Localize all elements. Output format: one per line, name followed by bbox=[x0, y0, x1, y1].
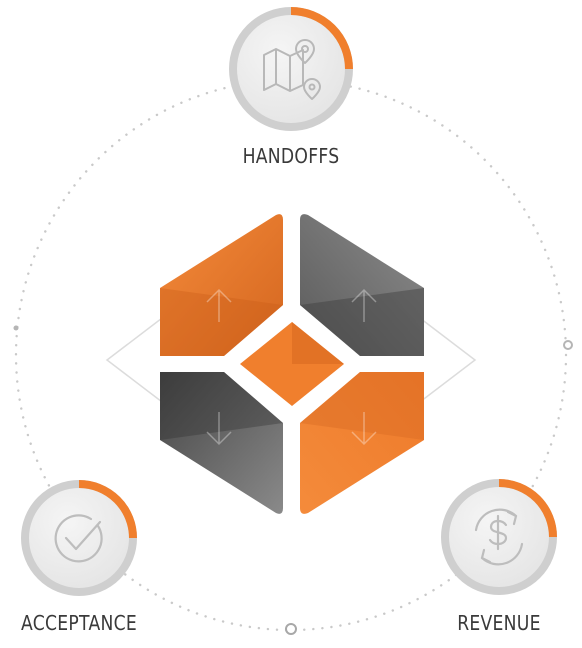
orbit-marker-bottom bbox=[285, 623, 297, 635]
progress-arc-revenue bbox=[498, 479, 557, 538]
node-handoffs bbox=[229, 7, 353, 131]
progress-arc-handoffs bbox=[290, 7, 353, 70]
orbit-marker-left bbox=[13, 325, 19, 331]
hexagon-cube-icon bbox=[160, 214, 424, 514]
node-acceptance bbox=[21, 480, 137, 596]
label-handoffs: HANDOFFS bbox=[242, 144, 340, 168]
label-acceptance: ACCEPTANCE bbox=[21, 611, 137, 635]
progress-arc-acceptance bbox=[78, 480, 137, 539]
hex-faint-arrows bbox=[206, 288, 377, 446]
hex-panel-top-right bbox=[300, 214, 424, 356]
map-pin-icon bbox=[263, 39, 321, 100]
node-revenue bbox=[441, 479, 557, 595]
checkmark-circle-icon bbox=[54, 514, 103, 563]
hex-panel-bottom-right bbox=[300, 372, 424, 514]
dollar-cycle-icon bbox=[474, 508, 524, 566]
label-revenue: REVENUE bbox=[457, 611, 541, 635]
hex-panel-top-left bbox=[160, 214, 283, 356]
orbit-marker-right bbox=[563, 340, 573, 350]
hex-panel-bottom-left bbox=[160, 372, 283, 514]
diamond-outline bbox=[105, 311, 477, 409]
orbit-dotted-ring bbox=[14, 78, 568, 632]
